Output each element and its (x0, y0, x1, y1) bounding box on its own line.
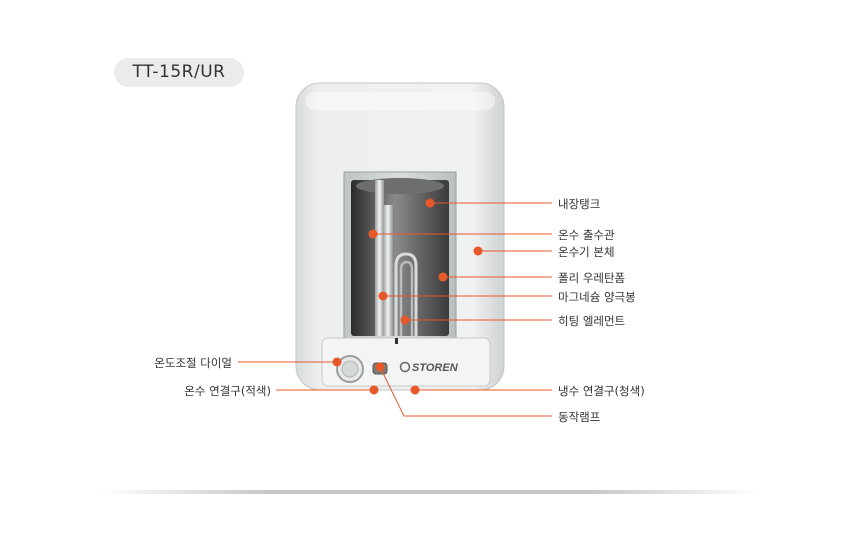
label-cold-connector: 냉수 연결구(청색) (558, 384, 645, 398)
brand-logo: STOREN (412, 362, 459, 374)
heating-element (394, 252, 418, 336)
label-temp-dial: 온도조절 다이얼 (154, 356, 232, 370)
label-polyurethane-foam: 폴리 우레탄폼 (558, 271, 626, 285)
callout-dots (332, 198, 483, 395)
hot-water-outlet-pipe (375, 180, 384, 336)
label-heater-body: 온수기 본체 (558, 245, 615, 259)
label-hot-water-outlet: 온수 출수관 (558, 228, 615, 242)
magnesium-anode-rod (383, 205, 393, 336)
label-operation-lamp: 동작램프 (558, 410, 601, 424)
floor-shadow-line (100, 490, 760, 494)
label-heating-element: 히팅 엘레먼트 (558, 314, 626, 328)
callout-lines (238, 202, 552, 417)
label-inner-tank: 내장탱크 (558, 197, 601, 211)
label-magnesium-anode: 마그네슘 양극봉 (558, 290, 636, 304)
model-badge: TT-15R/UR (114, 58, 244, 87)
label-hot-connector: 온수 연결구(적색) (184, 384, 271, 398)
